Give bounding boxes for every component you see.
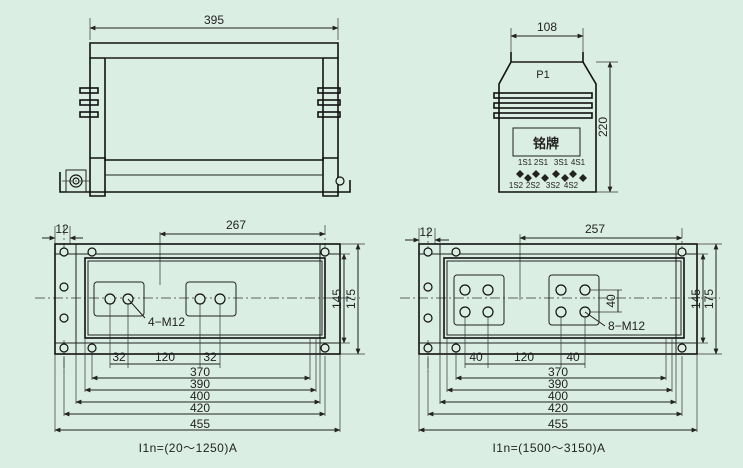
dim-145-left: 145 <box>330 289 344 309</box>
dim-12-left: 12 <box>55 222 69 236</box>
dim-420-left: 420 <box>190 401 210 415</box>
terminal-1s2: 1S2 <box>509 181 524 190</box>
dim-455-left: 455 <box>190 417 210 431</box>
dim-400-left: 400 <box>190 389 210 403</box>
side-view: 108 P1 220 铭牌 1S1 2S1 3S1 4S1 1S2 2S2 3S… <box>493 20 618 193</box>
dim-390-right: 390 <box>548 377 568 391</box>
dim-370-right: 370 <box>548 365 568 379</box>
dim-32-a: 32 <box>112 350 126 364</box>
dim-120-right: 120 <box>514 350 534 364</box>
front-view: 395 <box>59 13 351 197</box>
terminal-2s2: 2S2 <box>526 181 541 190</box>
dim-120-left: 120 <box>155 350 175 364</box>
dim-175-right: 175 <box>702 289 716 309</box>
dim-395: 395 <box>204 13 224 27</box>
dim-40-b: 40 <box>566 350 580 364</box>
dim-175-left: 175 <box>344 289 358 309</box>
dim-40-a: 40 <box>469 350 483 364</box>
dim-400-right: 400 <box>548 389 568 403</box>
terminal-3s1: 3S1 <box>554 158 569 167</box>
dim-257: 257 <box>585 222 605 236</box>
dim-40-vertical: 40 <box>604 294 618 308</box>
nameplate-label: 铭牌 <box>533 136 559 151</box>
dim-108: 108 <box>537 20 557 34</box>
terminal-3s2: 3S2 <box>546 181 561 190</box>
caption-left: I1n=(20～1250)A <box>139 441 238 455</box>
plan-view-right: 12 257 40 8−M12 <box>400 222 722 455</box>
dim-145-right: 145 <box>689 289 703 309</box>
dim-390-left: 390 <box>190 377 210 391</box>
bolt-label-8m12: 8−M12 <box>608 319 645 333</box>
dim-267: 267 <box>226 218 246 232</box>
dim-455-right: 455 <box>548 417 568 431</box>
dim-420-right: 420 <box>548 401 568 415</box>
terminal-2s1: 2S1 <box>534 158 549 167</box>
caption-right: I1n=(1500～3150)A <box>492 441 605 455</box>
plan-view-left: 12 267 4−M12 145 175 <box>35 218 365 455</box>
bolt-label-4m12: 4−M12 <box>148 315 185 329</box>
dim-32-b: 32 <box>203 350 217 364</box>
terminal-4s2: 4S2 <box>564 181 579 190</box>
dim-12-right: 12 <box>419 225 433 239</box>
terminal-4s1: 4S1 <box>571 158 586 167</box>
dim-220: 220 <box>596 117 610 137</box>
terminal-1s1: 1S1 <box>518 158 533 167</box>
dim-370-left: 370 <box>190 365 210 379</box>
terminal-p1: P1 <box>536 69 549 81</box>
